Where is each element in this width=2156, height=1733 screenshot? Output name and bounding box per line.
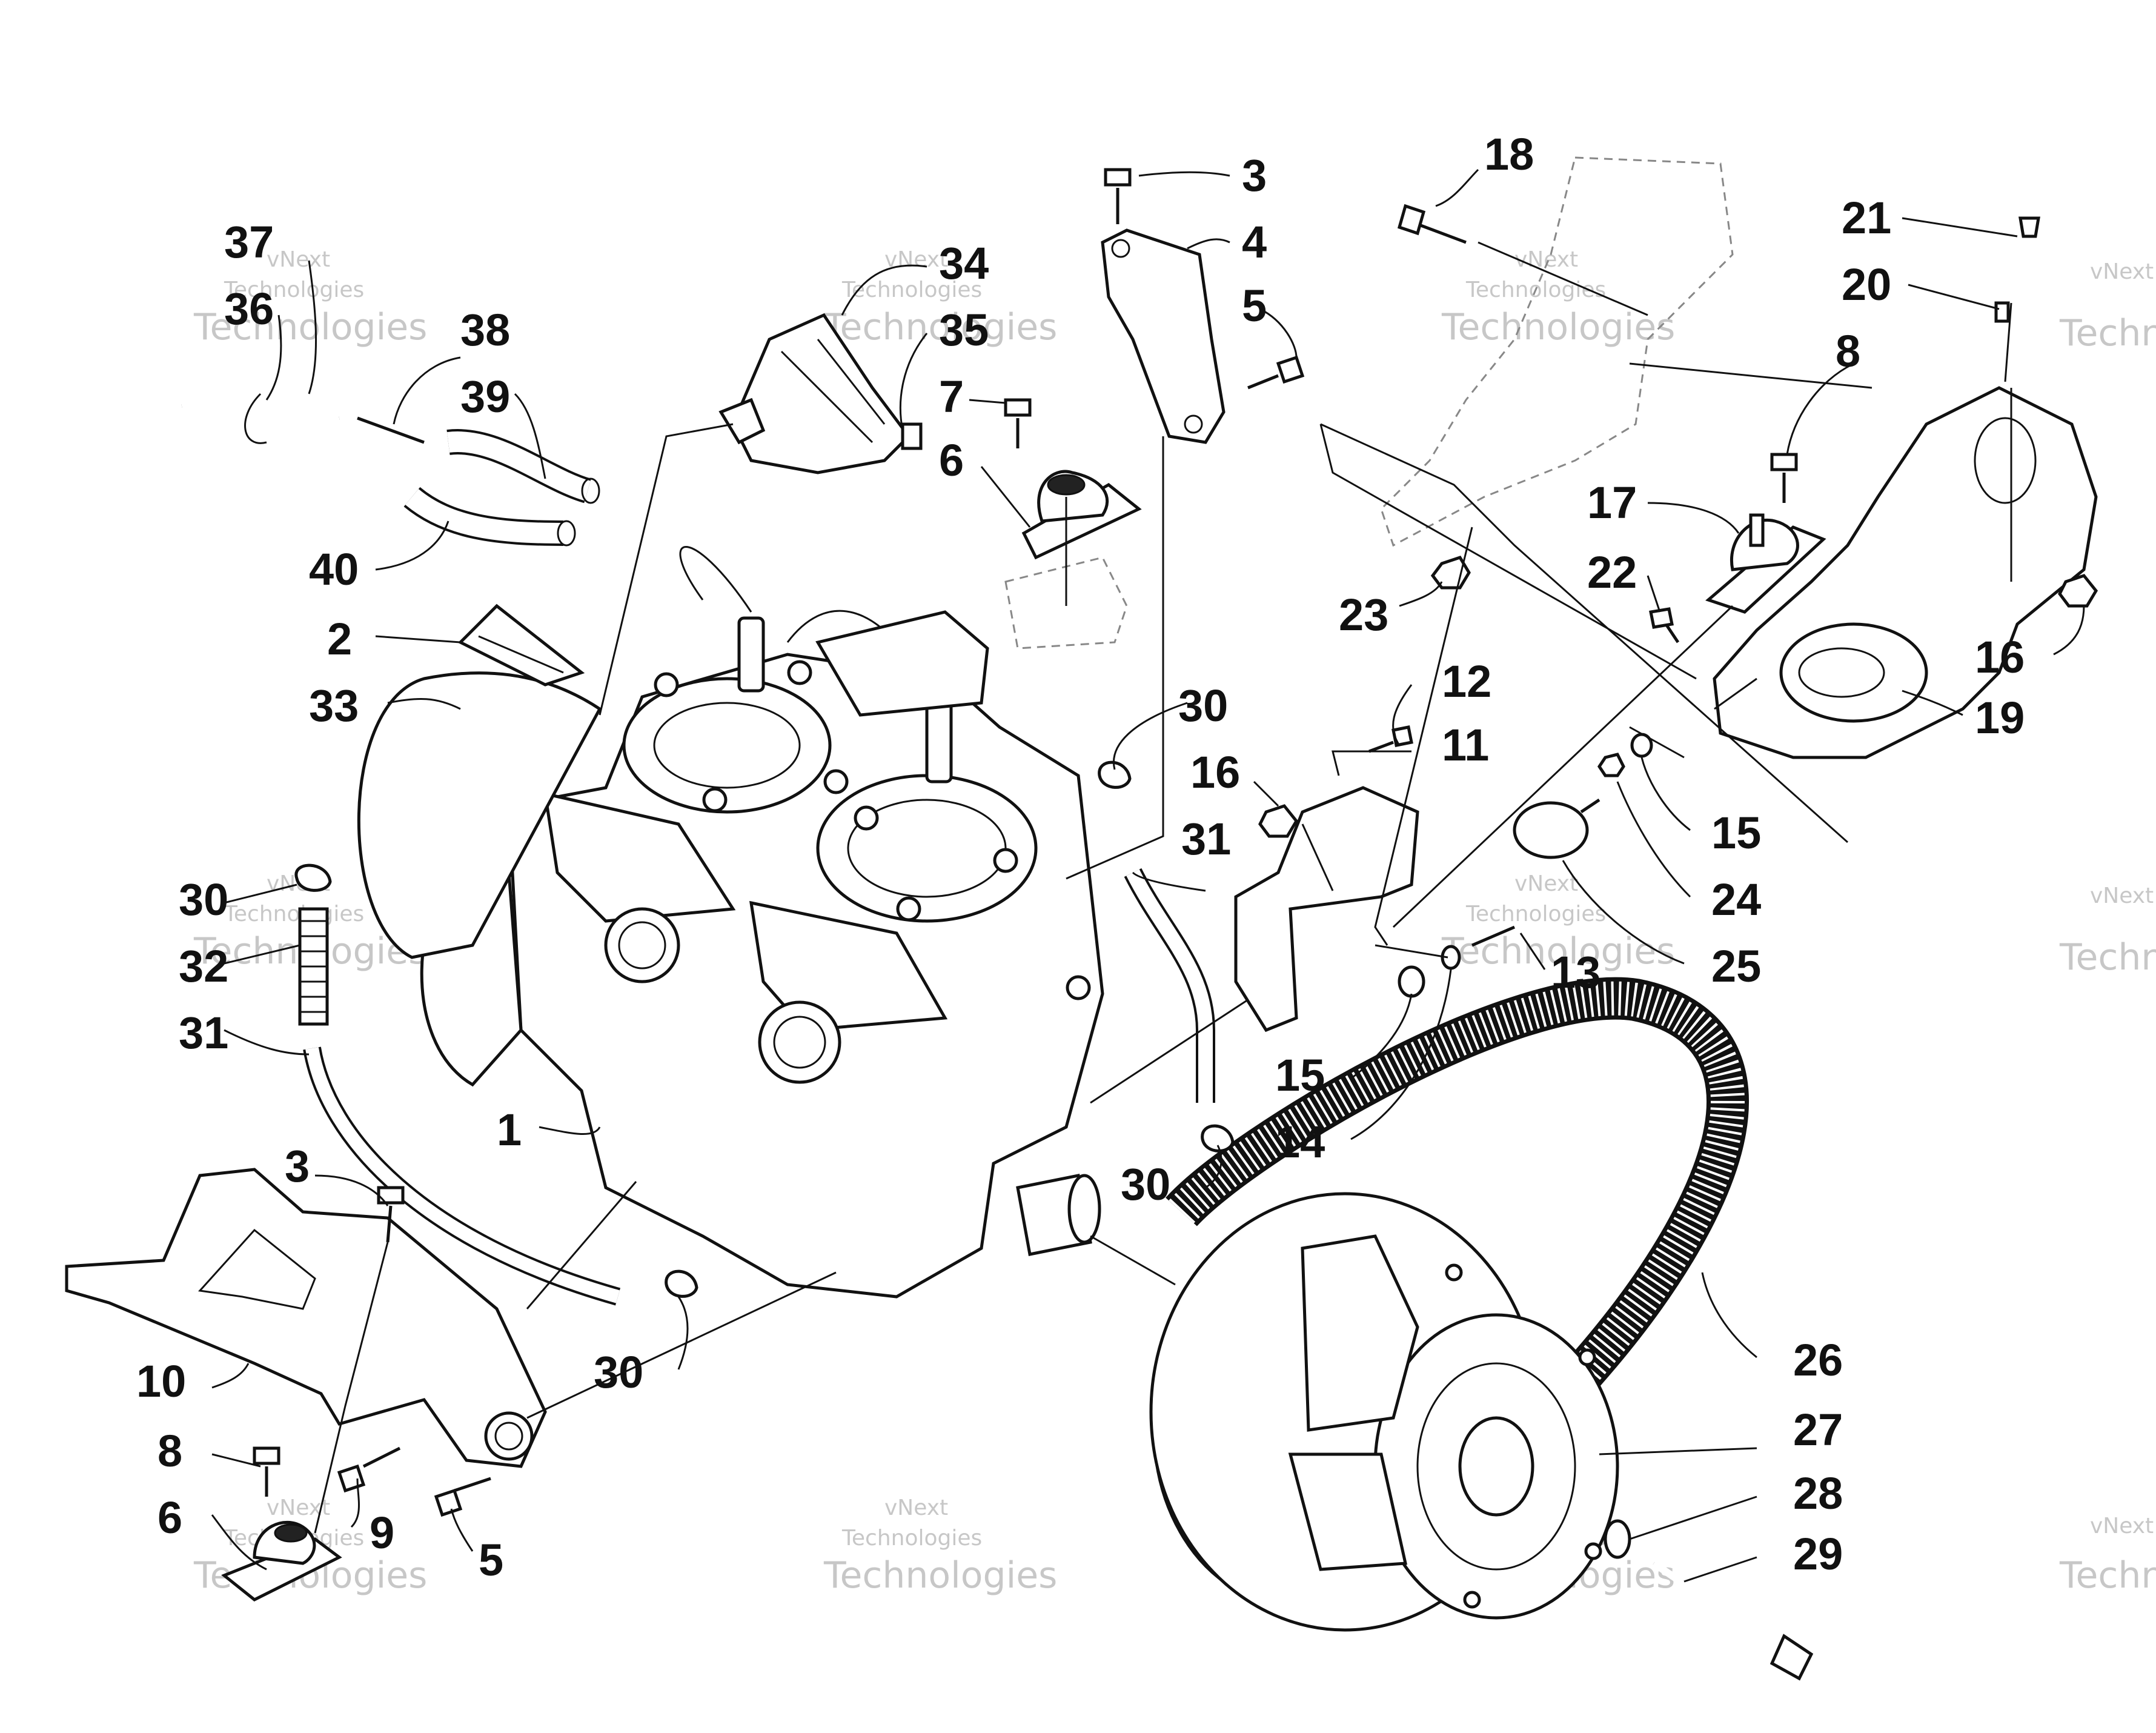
engine-block (420, 546, 1104, 1299)
svg-text:Technologies: Technologies (1465, 902, 1606, 926)
callout-18: 18 (1484, 129, 1534, 179)
callout-23: 23 (1339, 590, 1388, 640)
rubber-mount-rear (1705, 513, 1826, 614)
callout-1: 1 (497, 1105, 522, 1155)
watermark: vNext Technologies Technologies (193, 247, 427, 348)
svg-text:vNext: vNext (2090, 259, 2154, 284)
leader-lines (211, 168, 2085, 1583)
callout-9: 9 (370, 1508, 394, 1558)
rear-motor-mount (1234, 786, 1419, 1033)
callout-8: 8 (1836, 326, 1860, 376)
svg-text:Technologies: Technologies (2059, 936, 2156, 979)
watermark: vNext Technologies (2059, 259, 2156, 354)
callout-30: 30 (594, 1347, 643, 1397)
watermark: vNext Technologies (2059, 1514, 2156, 1597)
callout-13: 13 (1551, 947, 1600, 997)
callout-10: 10 (136, 1356, 186, 1406)
watermark: vNext Technologies Technologies (823, 1495, 1057, 1597)
callout-8: 8 (158, 1426, 182, 1476)
callout-32: 32 (179, 941, 228, 991)
svg-text:Technologies: Technologies (2059, 312, 2156, 354)
callout-37: 37 (224, 217, 274, 267)
recoil-cover (357, 671, 602, 959)
callout-20: 20 (1842, 259, 1891, 310)
svg-text:vNext: vNext (2090, 1514, 2154, 1538)
callout-5: 5 (1242, 281, 1267, 331)
callout-31: 31 (179, 1008, 228, 1058)
rubber-mount (1021, 470, 1142, 560)
callout-22: 22 (1587, 547, 1637, 597)
drive-clutch (1149, 1192, 1619, 1632)
svg-text:Technologies: Technologies (193, 306, 427, 348)
svg-text:Technologies: Technologies (2059, 1554, 2156, 1597)
callout-12: 12 (1442, 656, 1491, 707)
rear-engine-plate (1713, 386, 2098, 759)
callout-11: 11 (1442, 720, 1489, 770)
reed-valve (718, 313, 923, 474)
callout-21: 21 (1842, 193, 1891, 243)
rubber-mount-lower (221, 1520, 342, 1602)
watermark: vNext Technologies (2059, 883, 2156, 979)
callout-27: 27 (1793, 1405, 1843, 1455)
callout-34: 34 (939, 238, 989, 288)
callout-29: 29 (1793, 1529, 1843, 1579)
callout-4: 4 (1242, 217, 1267, 267)
callout-6: 6 (939, 435, 964, 485)
callout-25: 25 (1711, 941, 1761, 991)
callout-30: 30 (1121, 1159, 1170, 1209)
callout-15: 15 (1711, 808, 1761, 858)
callout-30: 30 (179, 874, 228, 925)
decal (457, 604, 585, 687)
callout-39: 39 (460, 371, 510, 422)
callout-30: 30 (1178, 680, 1228, 731)
svg-text:Technologies: Technologies (823, 1554, 1057, 1597)
callout-26: 26 (1793, 1335, 1843, 1385)
callout-31: 31 (1181, 814, 1231, 864)
watermark: vNext Technologies Technologies (823, 247, 1057, 348)
callout-3: 3 (285, 1141, 310, 1191)
callout-16: 16 (1190, 747, 1240, 797)
callouts: 1 2 3 3 4 5 5 6 6 7 8 8 9 10 11 12 13 14… (136, 129, 2025, 1585)
svg-text:Technologies: Technologies (823, 306, 1057, 348)
svg-text:Technologies: Technologies (224, 278, 364, 302)
callout-36: 36 (224, 284, 274, 334)
bottom-engine-plate (65, 1168, 547, 1468)
callout-40: 40 (309, 544, 359, 594)
callout-38: 38 (460, 305, 510, 355)
front-bracket (1101, 228, 1226, 444)
svg-text:Technologies: Technologies (1441, 306, 1675, 348)
hose-assembly (181, 393, 600, 547)
callout-6: 6 (158, 1492, 182, 1543)
callout-17: 17 (1587, 477, 1637, 528)
svg-text:vNext: vNext (1514, 247, 1578, 272)
callout-16: 16 (1975, 632, 2025, 682)
watermark: vNext Technologies Technologies (1441, 247, 1675, 348)
callout-2: 2 (327, 614, 352, 664)
svg-text:vNext: vNext (1514, 871, 1578, 896)
callout-19: 19 (1975, 693, 2025, 743)
callout-14: 14 (1275, 1117, 1325, 1167)
callout-15: 15 (1275, 1050, 1325, 1100)
svg-text:Technologies: Technologies (841, 1526, 982, 1551)
callout-5: 5 (479, 1535, 503, 1585)
svg-text:Technologies: Technologies (224, 902, 364, 926)
callout-28: 28 (1793, 1468, 1843, 1518)
callout-7: 7 (939, 371, 964, 422)
svg-text:vNext: vNext (267, 247, 330, 272)
svg-text:vNext: vNext (884, 1495, 948, 1520)
svg-text:vNext: vNext (2090, 883, 2154, 908)
clutch-bolt (1604, 1519, 1814, 1681)
callout-33: 33 (309, 680, 359, 731)
callout-24: 24 (1711, 874, 1761, 925)
callout-35: 35 (939, 305, 989, 355)
callout-3: 3 (1242, 150, 1267, 201)
svg-text:Technologies: Technologies (841, 278, 982, 302)
